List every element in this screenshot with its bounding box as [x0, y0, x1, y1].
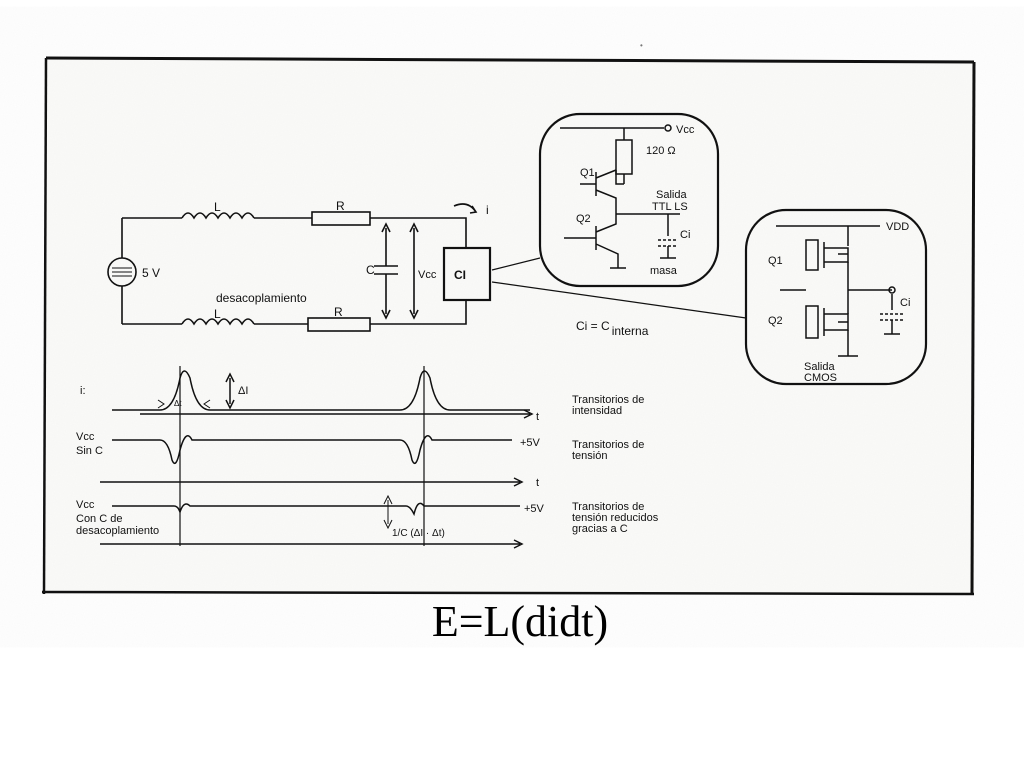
t-label-2: t [536, 477, 539, 489]
waveforms [100, 366, 534, 549]
desc-voltage-1: Transitorios de [572, 439, 644, 451]
voltage-trace-con-c [112, 502, 520, 517]
scan-frame: • [41, 41, 976, 596]
t-label-1: t [536, 411, 539, 423]
ttl-output-label-2: TTL LS [652, 201, 688, 213]
svg-text:•: • [640, 41, 643, 50]
waveform-labels: i: ΔI Δt t t Vcc Sin C +5V +5V Vcc Con C… [76, 385, 659, 539]
capacitor-label: C [366, 263, 375, 277]
desc-voltage-2: tensión [572, 450, 607, 462]
ttl-ground-label: masa [650, 265, 678, 277]
resistor-label-top: R [336, 199, 345, 213]
cmos-output-label-1: Salida [804, 361, 835, 373]
desc-reduced-3: gracias a C [572, 523, 628, 535]
desc-current-1: Transitorios de [572, 394, 644, 406]
formula-label: 1/C (ΔI · Δt) [392, 528, 445, 539]
resistor-label-bottom: R [334, 305, 343, 319]
ic-box [442, 246, 492, 302]
ttl-resistor-value: 120 Ω [646, 145, 676, 157]
inductor-label-top: L [214, 200, 221, 214]
ic-label: CI [454, 268, 466, 282]
vcc-sin-c-label-1: Vcc [76, 431, 95, 443]
cmos-output-label-2: CMOS [804, 372, 837, 384]
desc-current-2: intensidad [572, 405, 622, 417]
voltage-trace-sin-c [112, 435, 512, 465]
current-label: i [486, 203, 489, 217]
plus-5v-label-1: +5V [520, 437, 541, 449]
cmos-q1-label: Q1 [768, 255, 783, 267]
delta-t-label: Δt [174, 399, 182, 408]
formula-caption: E=L(didt) [431, 597, 609, 646]
cmos-q2-label: Q2 [768, 315, 783, 327]
source-label: 5 V [142, 266, 160, 280]
inductor-bottom [181, 318, 255, 326]
vcc-con-c-label-1: Vcc [76, 499, 95, 511]
vcc-con-c-label-3: desacoplamiento [76, 525, 159, 537]
decoupling-label: desacoplamiento [216, 291, 307, 305]
vcc-label: Vcc [418, 269, 437, 281]
ttl-cap-label: Ci [680, 229, 690, 241]
cmos-cap-label: Ci [900, 297, 910, 309]
delta-i-label: ΔI [238, 385, 248, 397]
main-circuit [107, 203, 747, 332]
desc-reduced-1: Transitorios de [572, 501, 644, 513]
ttl-output-label-1: Salida [656, 189, 687, 201]
vcc-sin-c-label-2: Sin C [76, 445, 103, 457]
source-5v [107, 257, 137, 287]
cmos-vdd-label: VDD [886, 221, 909, 233]
plus-5v-label-2: +5V [524, 503, 545, 515]
main-circuit-labels: L R L R 5 V i C Vcc CI desacoplamiento C… [142, 199, 649, 338]
cmos-detail: VDD Q1 Q2 Ci Salida CMOS [744, 208, 928, 386]
inductor-top [181, 212, 255, 220]
inductor-label-bottom: L [214, 307, 221, 321]
ttl-detail: Vcc 120 Ω Q1 Q2 Salida TTL LS Ci masa [538, 112, 720, 288]
desc-reduced-2: tensión reducidos [572, 512, 659, 524]
ttl-q1-label: Q1 [580, 167, 595, 179]
vcc-con-c-label-2: Con C de [76, 513, 122, 525]
i-label: i: [80, 385, 86, 397]
ttl-q2-label: Q2 [576, 213, 591, 225]
ttl-vcc-label: Vcc [676, 124, 695, 136]
